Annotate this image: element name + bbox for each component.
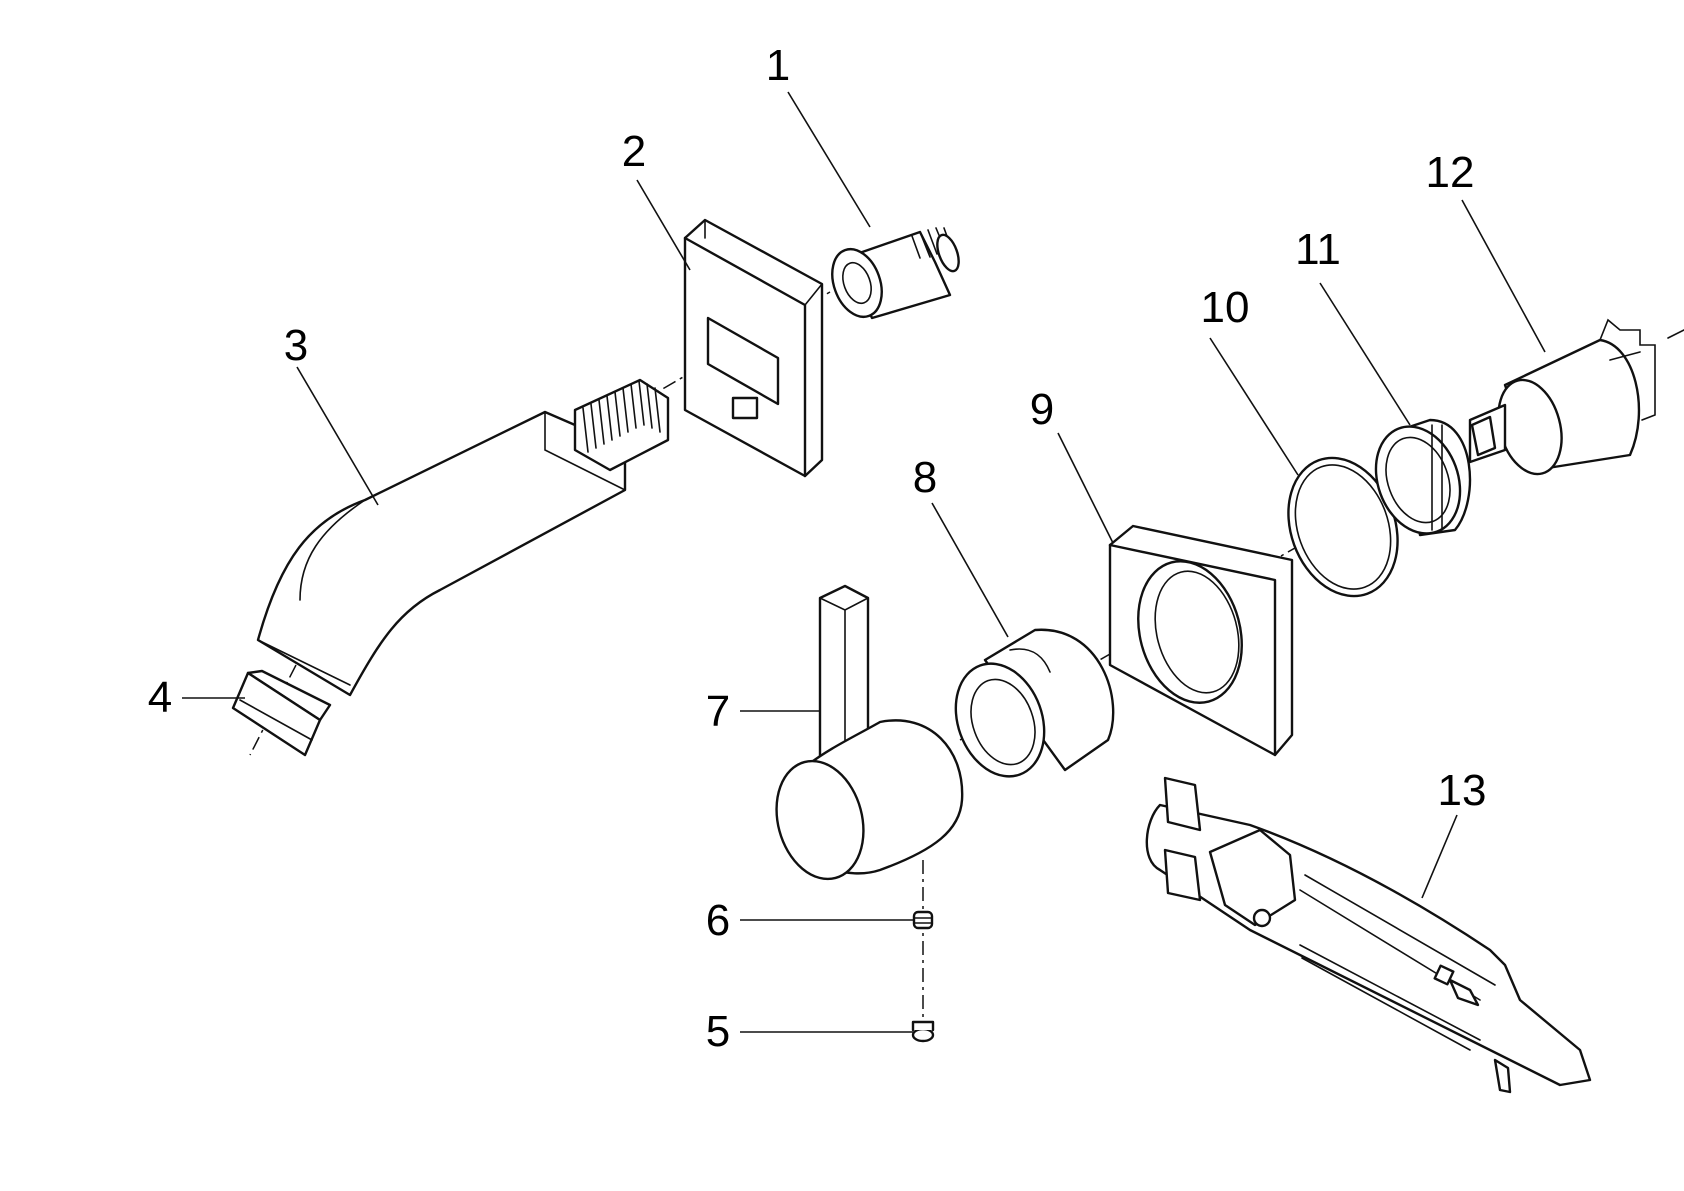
part-3-spout [256,378,670,697]
callout-labels: 1 2 3 4 5 6 7 8 9 10 11 12 13 [148,41,1487,1056]
part-11-threaded-nut [1374,418,1472,537]
leader-lines [182,91,1546,1033]
part-6-grub-screw [912,910,934,930]
callout-9: 9 [1030,385,1054,434]
part-2-wall-plate [683,218,824,478]
part-8-sleeve [954,628,1115,778]
part-7-lever-handle [775,584,964,881]
callout-7: 7 [706,687,730,736]
callout-3: 3 [284,321,308,370]
callout-11: 11 [1295,225,1341,274]
part-9-square-escutcheon [1108,524,1294,757]
part-4-aerator [231,669,332,757]
callout-12: 12 [1426,148,1475,197]
part-12-cartridge [1468,318,1684,476]
callout-4: 4 [148,673,172,722]
callout-1: 1 [766,41,790,90]
part-5-screw [911,1020,935,1043]
callout-6: 6 [706,896,730,945]
part-13-wrench-tool [1145,776,1592,1094]
callout-8: 8 [913,453,937,502]
callout-5: 5 [706,1007,730,1056]
callout-13: 13 [1438,766,1487,815]
callout-2: 2 [622,127,646,176]
part-1-adapter-fitting [831,227,960,320]
callout-10: 10 [1201,283,1250,332]
